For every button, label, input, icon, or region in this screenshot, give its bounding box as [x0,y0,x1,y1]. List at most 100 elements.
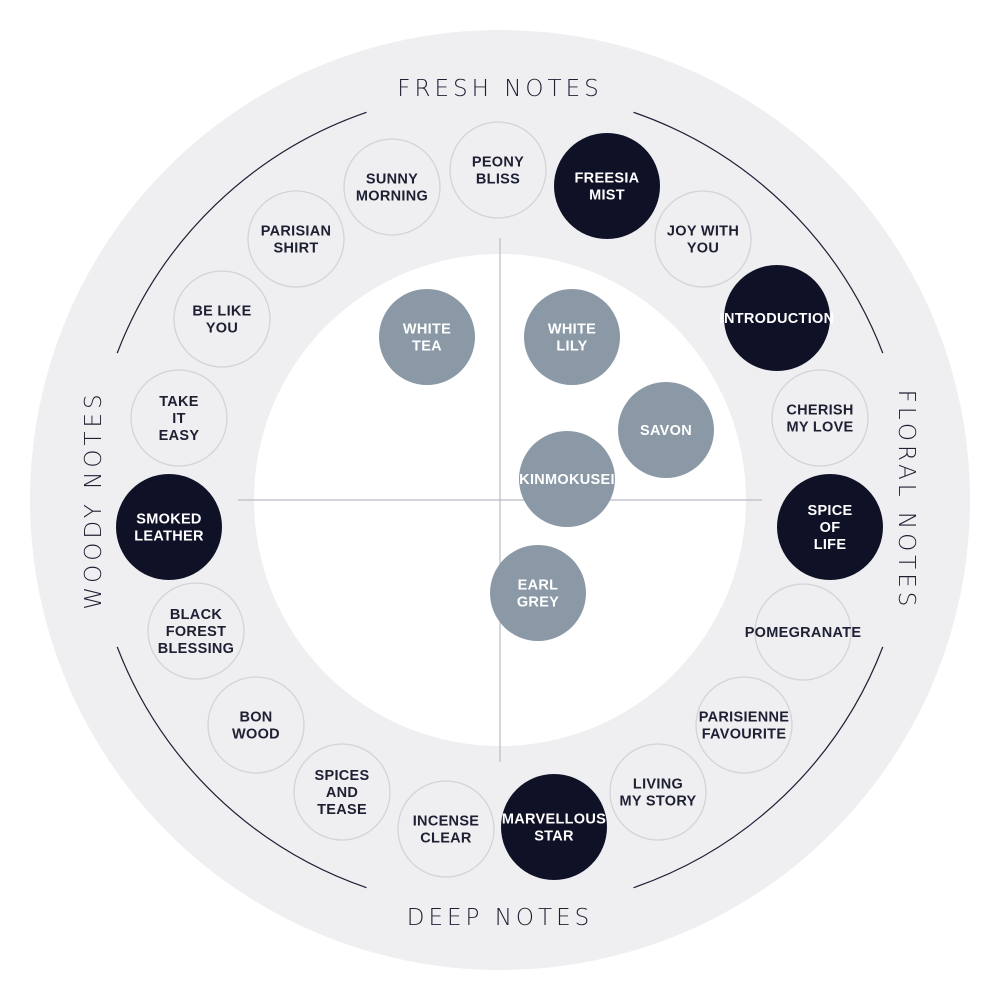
scent-label: MY LOVE [786,420,853,436]
scent-label: EASY [159,428,200,444]
scent-label: OF [820,520,841,536]
scent-label: KINMOKUSEI [519,472,615,488]
scent-label: MARVELLOUS [502,812,606,828]
scent-label: BLACK [170,607,222,623]
scent-circle-shape [343,138,441,236]
scent-label: INTRODUCTION [720,311,835,327]
scent-circle-shape [130,369,228,467]
scent-circle-shape [207,676,305,774]
scent-label: BLISS [476,172,520,188]
scent-circle-shape [147,582,245,680]
scent-label: FOREST [166,624,227,640]
scent-label: TEA [412,339,442,355]
ring-scent-introduction: INTRODUCTION [720,265,835,371]
scent-label: IT [172,411,186,427]
scent-circle-shape [524,289,620,385]
scent-circle-shape [501,774,607,880]
scent-label: BLESSING [158,641,235,657]
divider-arc-top-right [633,111,884,354]
category-label-deep: DEEP NOTES [407,905,593,931]
quadrant-axes [238,238,762,762]
ring-scent-pomegranate: POMEGRANATE [745,583,862,681]
scent-circle-shape [293,743,391,841]
scent-label: POMEGRANATE [745,625,862,641]
scent-label: BON [239,710,272,726]
scent-circle-shape [519,431,615,527]
scent-circle-shape [397,780,495,878]
scent-circle-shape [695,676,793,774]
scent-circle-shape [116,474,222,580]
scent-label: INCENSE [413,814,480,830]
scent-label: JOY WITH [667,224,739,240]
scent-label: TAKE [159,394,199,410]
scent-label: STAR [534,829,574,845]
scent-label: TEASE [317,802,367,818]
scent-label: EARL [518,578,559,594]
scent-label: YOU [687,241,719,257]
scent-label: SPICES [315,768,370,784]
divider-arc-top-left [116,111,367,354]
scent-circle-shape [554,133,660,239]
scent-label: SAVON [640,423,692,439]
scent-label: YOU [206,321,238,337]
scent-label: LIFE [814,537,847,553]
scent-circle-shape [449,121,547,219]
scent-circle-shape [490,545,586,641]
scent-label: LEATHER [134,529,204,545]
scent-label: SHIRT [274,241,319,257]
divider-arc-bottom-left [116,646,367,889]
scent-label: LIVING [633,777,683,793]
scent-label: MY STORY [619,794,696,810]
scent-label: WOOD [232,727,280,743]
scent-circle-shape [754,583,852,681]
scent-label: GREY [517,595,559,611]
scent-label: PARISIENNE [699,710,790,726]
divider-arc-bottom-right [633,646,884,889]
ring-divider-arcs [116,111,884,889]
category-labels: FRESH NOTES DEEP NOTES FLORAL NOTES WOOD… [81,76,919,931]
inner-scent-savon: SAVON [618,382,714,478]
category-label-fresh: FRESH NOTES [397,76,602,102]
scent-label: PARISIAN [261,224,332,240]
scent-label: FAVOURITE [702,727,787,743]
scent-circle-shape [654,190,752,288]
scent-label: AND [326,785,358,801]
scent-label: MORNING [356,189,428,205]
category-label-floral: FLORAL NOTES [893,390,919,611]
scent-circle-shape [379,289,475,385]
scent-circle-shape [771,369,869,467]
scent-circle-shape [609,743,707,841]
scent-circle-shape [777,474,883,580]
category-label-woody: WOODY NOTES [81,390,107,609]
scent-label: BE LIKE [192,304,251,320]
scent-circle-shape [724,265,830,371]
inner-scent-kinmokusei: KINMOKUSEI [519,431,615,527]
scent-label: CLEAR [420,831,472,847]
scent-label: WHITE [403,322,451,338]
scent-label: WHITE [548,322,596,338]
scent-circle-shape [173,270,271,368]
scent-label: FREESIA [575,171,640,187]
scent-label: LILY [556,339,587,355]
